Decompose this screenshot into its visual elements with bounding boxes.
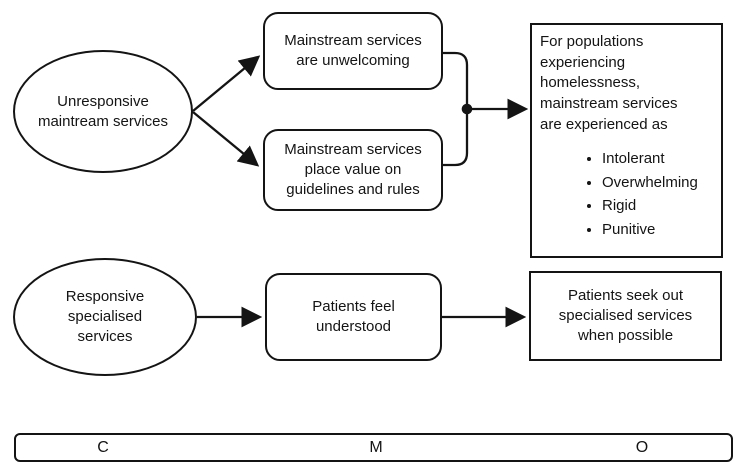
connector-mechanism-1-to-junction	[442, 51, 469, 110]
context-ellipse-responsive-label: Responsive specialised services	[65, 288, 145, 345]
outcome-box-mainstream-intro: For populations experiencing homelessnes…	[540, 33, 678, 133]
cmo-label-context: C	[97, 438, 109, 456]
outcome-bullet-punitive: Punitive	[602, 219, 698, 242]
cmo-legend-bar: C M O	[14, 433, 733, 462]
mechanism-box-guidelines: Mainstream services place value on guide…	[263, 129, 443, 211]
arrow-context-to-mechanism-1	[192, 55, 261, 112]
context-ellipse-unresponsive: Unresponsive maintream services	[13, 50, 193, 173]
outcome-box-specialised: Patients seek out specialised services w…	[529, 271, 722, 361]
mechanism-box-understood-label: Patients feel understood	[312, 298, 395, 335]
context-ellipse-unresponsive-label: Unresponsive maintream services	[37, 92, 169, 130]
mechanism-box-unwelcoming-label: Mainstream services are unwelcoming	[284, 32, 422, 69]
mechanism-box-guidelines-label: Mainstream services place value on guide…	[284, 141, 422, 198]
outcome-bullet-rigid: Rigid	[602, 195, 698, 218]
context-ellipse-responsive: Responsive specialised services	[13, 258, 197, 376]
cmo-label-outcome: O	[635, 438, 649, 456]
outcome-bullet-list: Intolerant Overwhelming Rigid Punitive	[540, 148, 698, 242]
mechanism-box-understood: Patients feel understood	[265, 273, 442, 361]
mechanism-box-unwelcoming: Mainstream services are unwelcoming	[263, 12, 443, 90]
outcome-bullet-intolerant: Intolerant	[602, 148, 698, 171]
outcome-box-mainstream: For populations experiencing homelessnes…	[530, 23, 723, 258]
outcome-bullet-overwhelming: Overwhelming	[602, 172, 698, 195]
cmo-label-mechanism: M	[369, 438, 383, 456]
arrow-context-to-mechanism-2	[192, 111, 260, 167]
outcome-box-specialised-label: Patients seek out specialised services w…	[558, 287, 693, 344]
connector-mechanism-2-to-junction	[442, 108, 469, 167]
